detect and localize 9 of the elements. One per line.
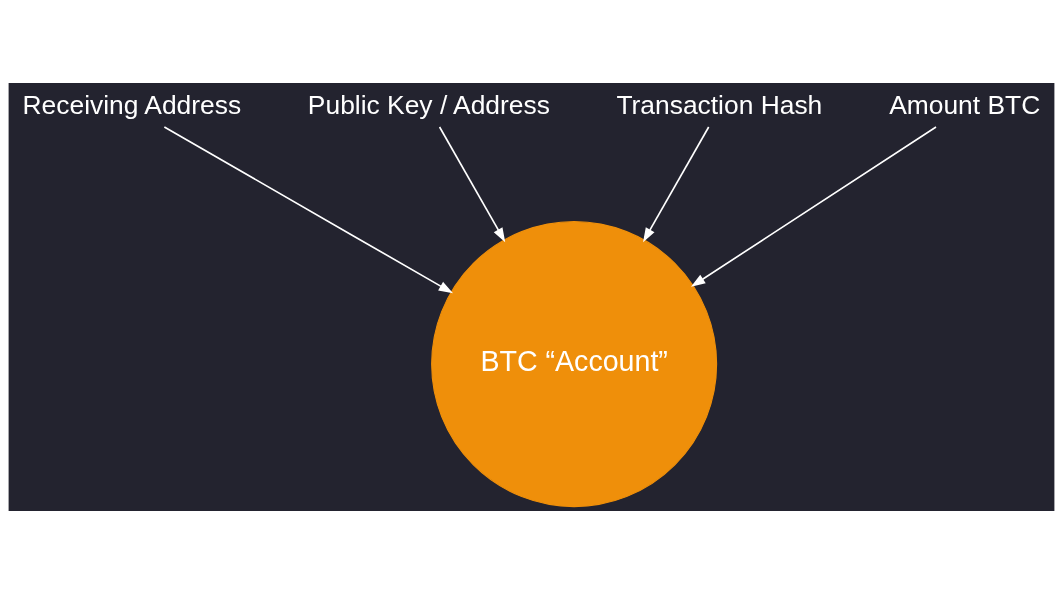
node-text: Transaction Hash: [616, 90, 823, 121]
arrow: [438, 126, 506, 243]
arrow: [643, 126, 710, 243]
node-circle: BTC “Account”: [431, 221, 718, 508]
arrow: [690, 126, 937, 287]
node-text: Public Key / Address: [307, 90, 550, 121]
node-text: Amount BTC: [889, 90, 1041, 121]
arrow: [163, 126, 454, 294]
node-text: Receiving Address: [22, 90, 242, 121]
